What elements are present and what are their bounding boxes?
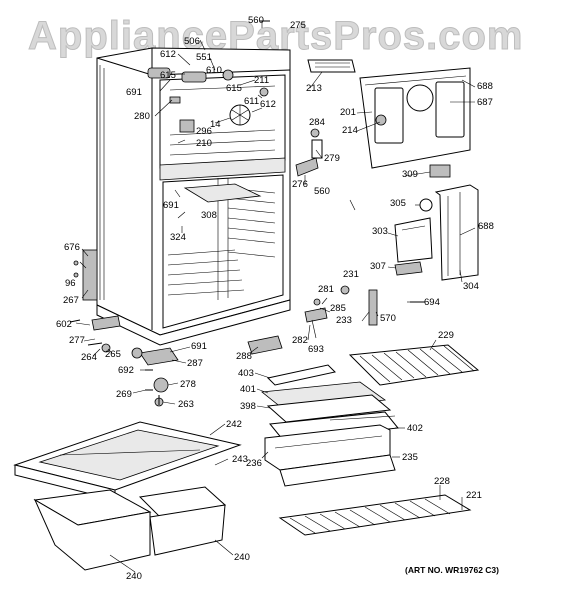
callout-324: 324 <box>170 232 186 243</box>
callout-691-c: 691 <box>191 341 207 352</box>
callout-284: 284 <box>309 117 325 128</box>
callout-201: 201 <box>340 107 356 118</box>
callout-692: 692 <box>118 365 134 376</box>
callout-278: 278 <box>180 379 196 390</box>
callout-275: 275 <box>290 20 306 31</box>
callout-611: 611 <box>244 96 260 107</box>
callout-210: 210 <box>196 138 212 149</box>
callout-296: 296 <box>196 126 212 137</box>
callout-280: 280 <box>134 111 150 122</box>
callout-276: 276 <box>292 179 308 190</box>
callout-267: 267 <box>63 295 79 306</box>
callout-211: 211 <box>254 75 270 86</box>
callout-236: 236 <box>246 458 262 469</box>
callout-307: 307 <box>370 261 386 272</box>
callout-309: 309 <box>402 169 418 180</box>
callout-560: 560 <box>248 15 264 26</box>
wire-shelf-lower <box>278 494 472 536</box>
callout-693: 693 <box>308 344 324 355</box>
callout-401: 401 <box>240 384 256 395</box>
crisper-pan-cover <box>13 421 242 501</box>
callout-269: 269 <box>116 389 132 400</box>
callout-214: 214 <box>342 125 358 136</box>
callout-403: 403 <box>238 368 254 379</box>
callout-610: 610 <box>206 65 222 76</box>
callout-551: 551 <box>196 52 212 63</box>
art-number: (ART NO. WR19762 C3) <box>405 565 499 575</box>
crisper-pans <box>33 486 227 571</box>
refrigerator-cabinet <box>82 20 291 407</box>
callout-265: 265 <box>105 349 121 360</box>
leader-lines <box>75 21 476 573</box>
callout-279: 279 <box>324 153 340 164</box>
callout-612-b: 612 <box>260 99 276 110</box>
callout-691: 691 <box>126 87 142 98</box>
control-housing <box>307 59 471 178</box>
callout-287: 287 <box>187 358 203 369</box>
crisper-drawer <box>264 424 396 487</box>
callout-303: 303 <box>372 226 388 237</box>
callout-691-b: 691 <box>163 200 179 211</box>
callout-221: 221 <box>466 490 482 501</box>
callout-243: 243 <box>232 454 248 465</box>
callout-213: 213 <box>306 83 322 94</box>
glass-shelf-assembly <box>260 364 399 441</box>
callout-263: 263 <box>178 399 194 410</box>
callout-285: 285 <box>330 303 346 314</box>
small-parts <box>69 128 378 391</box>
callout-240-b: 240 <box>234 552 250 563</box>
callout-602: 602 <box>56 319 72 330</box>
callout-235: 235 <box>402 452 418 463</box>
wire-shelf-upper <box>348 344 480 386</box>
callout-305: 305 <box>390 198 406 209</box>
callout-615-b: 615 <box>226 83 242 94</box>
callout-242: 242 <box>226 419 242 430</box>
callout-398: 398 <box>240 401 256 412</box>
callout-228: 228 <box>434 476 450 487</box>
callout-264: 264 <box>81 352 97 363</box>
callout-229: 229 <box>438 330 454 341</box>
callout-615: 615 <box>160 70 176 81</box>
callout-570: 570 <box>380 313 396 324</box>
damper-assembly <box>394 184 479 303</box>
callout-304: 304 <box>463 281 479 292</box>
callout-688: 688 <box>477 81 493 92</box>
callout-231: 231 <box>343 269 359 280</box>
callout-560-b: 560 <box>314 186 330 197</box>
callout-281: 281 <box>318 284 334 295</box>
callout-688-b: 688 <box>478 221 494 232</box>
callout-240: 240 <box>126 571 142 582</box>
callout-277: 277 <box>69 335 85 346</box>
callout-308: 308 <box>201 210 217 221</box>
callout-694: 694 <box>424 297 440 308</box>
callout-506: 506 <box>184 36 200 47</box>
callout-96: 96 <box>65 278 76 289</box>
callout-687: 687 <box>477 97 493 108</box>
callout-233: 233 <box>336 315 352 326</box>
callout-14: 14 <box>210 119 221 130</box>
callout-282: 282 <box>292 335 308 346</box>
callout-402: 402 <box>407 423 423 434</box>
callout-612: 612 <box>160 49 176 60</box>
callout-288: 288 <box>236 351 252 362</box>
callout-676: 676 <box>64 242 80 253</box>
